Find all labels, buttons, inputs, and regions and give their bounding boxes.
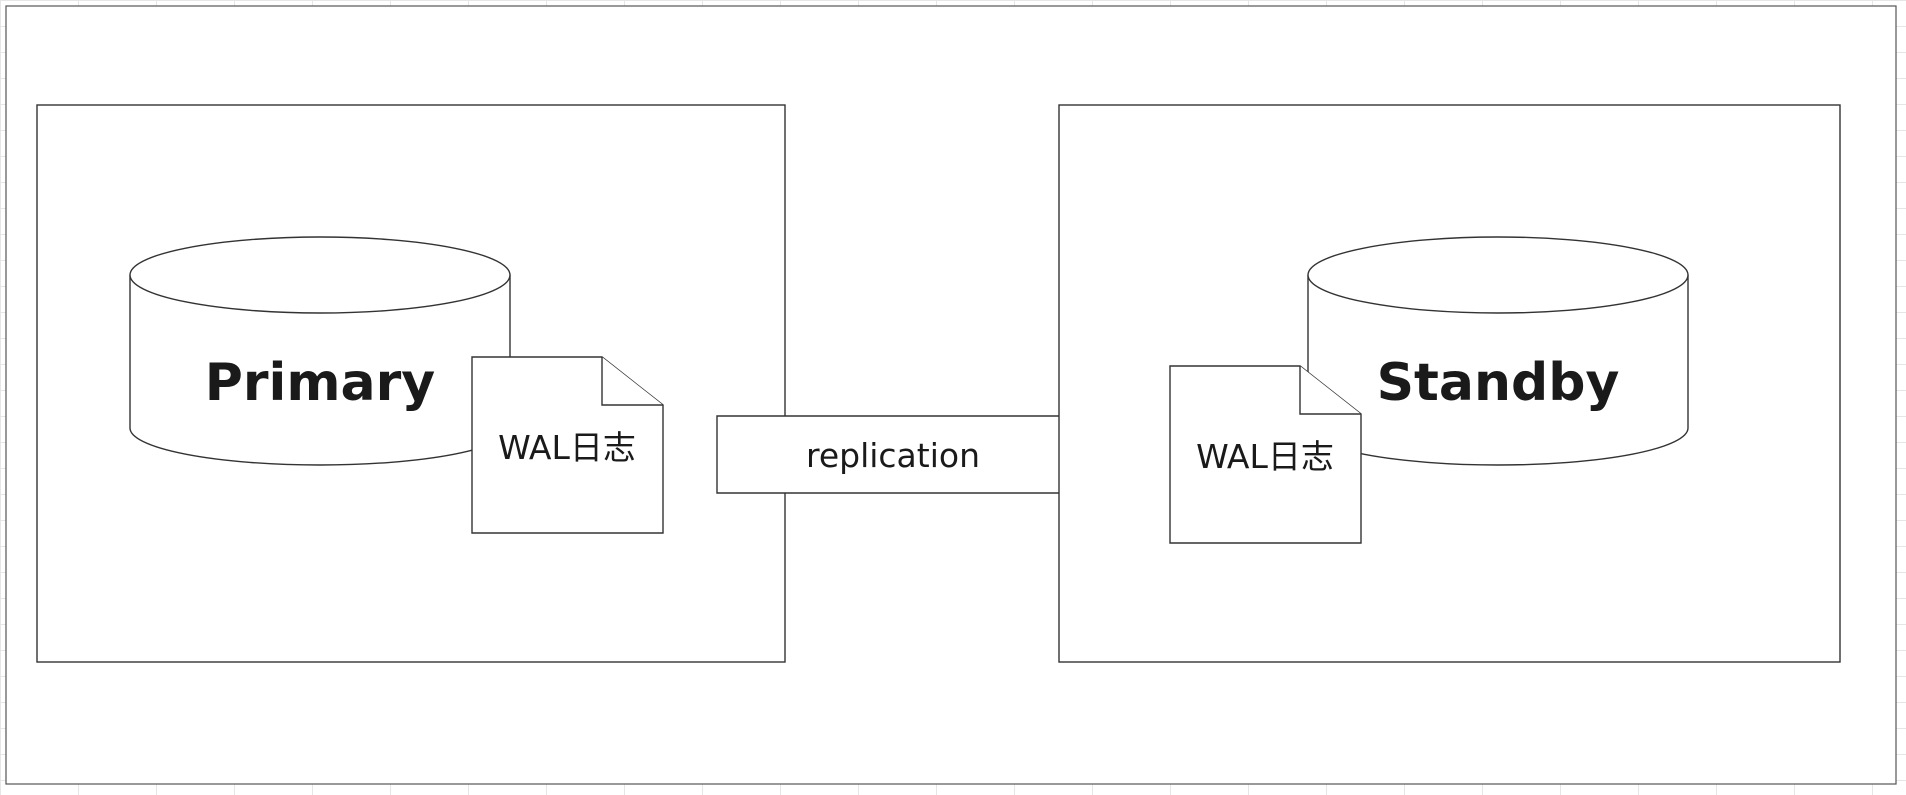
standby-label: Standby [1377, 353, 1620, 413]
primary-wal-label: WAL日志 [498, 428, 636, 467]
standby-database-icon [1307, 236, 1689, 466]
primary-wal-document-icon [471, 356, 664, 534]
standby-wal-label: WAL日志 [1196, 437, 1334, 476]
standby-wal-document-icon [1169, 365, 1362, 544]
primary-database-icon [129, 236, 511, 466]
replication-label: replication [806, 436, 980, 475]
primary-node: Primary WAL日志 [36, 104, 786, 663]
primary-label: Primary [205, 353, 435, 413]
replication-arrow: replication [716, 393, 1135, 516]
standby-node: Standby WAL日志 [1058, 104, 1841, 663]
